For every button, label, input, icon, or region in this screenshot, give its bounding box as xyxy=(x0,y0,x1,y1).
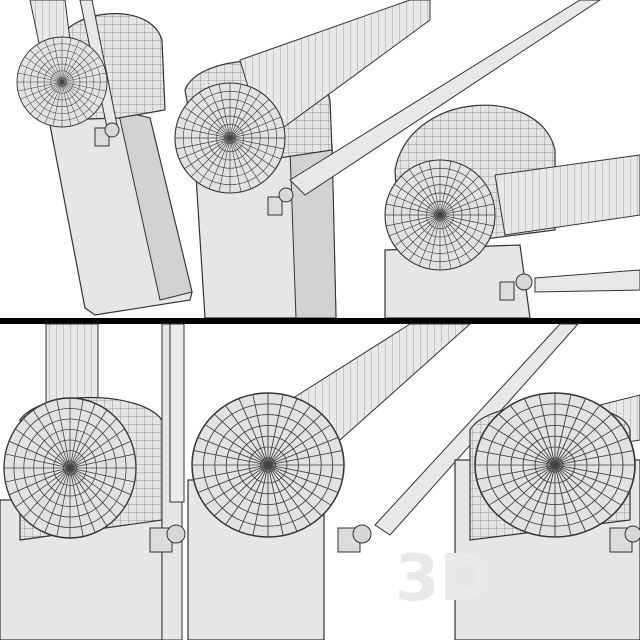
panel-divider xyxy=(0,318,640,324)
top-panel xyxy=(16,0,640,319)
watermark-logo: 3D xyxy=(395,542,493,616)
bottom-post-right xyxy=(454,392,640,640)
top-post-right xyxy=(384,104,640,319)
bottom-post-left xyxy=(0,323,186,640)
top-post-middle xyxy=(174,0,601,319)
bottom-panel: 3D xyxy=(0,323,640,640)
top-post-left xyxy=(16,0,193,316)
